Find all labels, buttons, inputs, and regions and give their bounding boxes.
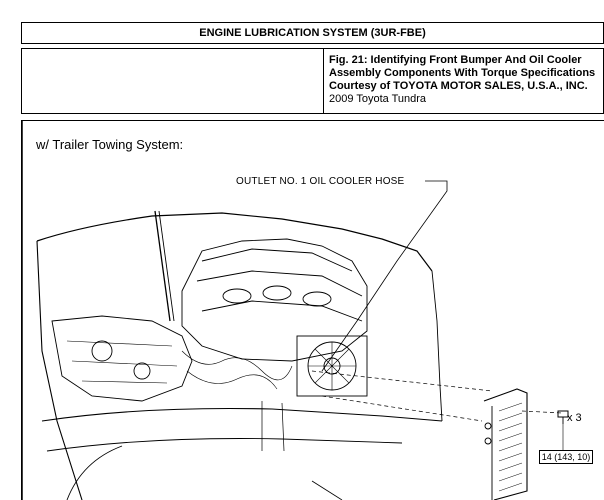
intake-detail-3 xyxy=(302,291,332,307)
fan-blades xyxy=(308,342,356,390)
fitting xyxy=(133,362,151,380)
reservoir-cap xyxy=(91,340,113,362)
hose-bundle xyxy=(66,340,178,384)
hood-outline xyxy=(36,212,433,272)
section-title: ENGINE LUBRICATION SYSTEM (3UR-FBE) xyxy=(199,27,426,39)
wiring-harness-2 xyxy=(186,370,278,390)
lower-hose-leader xyxy=(311,480,343,500)
figure-subtitle: w/ Trailer Towing System: xyxy=(36,137,184,152)
intake-detail-2 xyxy=(262,285,292,301)
figure-caption-line: Assembly Components With Torque Specific… xyxy=(329,67,596,79)
engine-line-drawing xyxy=(22,121,569,500)
bolt-quantity: x 3 xyxy=(567,412,582,424)
bumper-top xyxy=(41,407,443,422)
vehicle-label: 2009 Toyota Tundra xyxy=(329,93,427,105)
hood-strut xyxy=(154,210,171,322)
bracket-lines xyxy=(261,401,285,452)
radiator xyxy=(296,335,368,397)
torque-spec-box: 14 (143, 10) xyxy=(539,450,593,464)
wheel-arch xyxy=(66,445,123,500)
section-header: ENGINE LUBRICATION SYSTEM (3UR-FBE) xyxy=(21,22,604,44)
cooler-fitting-1 xyxy=(484,422,492,430)
fender-right xyxy=(431,270,443,422)
callout-oil-cooler-hose: OUTLET NO. 1 OIL COOLER HOSE xyxy=(236,176,405,187)
engine-block xyxy=(181,238,368,362)
figure-caption-line: Fig. 21: Identifying Front Bumper And Oi… xyxy=(329,54,582,66)
figure-caption: Fig. 21: Identifying Front Bumper And Oi… xyxy=(329,54,604,93)
wiring-harness-1 xyxy=(181,350,293,381)
figure-caption-line: Courtesy of TOYOTA MOTOR SALES, U.S.A., … xyxy=(329,80,588,92)
info-divider xyxy=(323,49,324,113)
hood-strut-edge xyxy=(158,210,175,322)
figure-info-text: Fig. 21: Identifying Front Bumper And Oi… xyxy=(329,54,604,106)
alignment-line-2 xyxy=(321,395,483,422)
bolt-head xyxy=(557,410,569,418)
intake-detail-1 xyxy=(222,288,252,304)
oil-cooler-fins xyxy=(498,402,523,492)
left-components xyxy=(51,315,193,402)
oil-cooler-body xyxy=(483,388,528,500)
figure-info-box: Fig. 21: Identifying Front Bumper And Oi… xyxy=(21,48,604,114)
fender-left xyxy=(36,240,83,500)
engine-cover-line-3 xyxy=(201,300,363,322)
callout-leader-line xyxy=(321,180,448,372)
alignment-line-3 xyxy=(521,410,563,414)
alignment-line-1 xyxy=(311,370,493,392)
cooler-fitting-2 xyxy=(484,437,492,445)
engine-cover-line-1 xyxy=(201,248,353,272)
engine-cover-line-2 xyxy=(196,270,363,297)
bumper-middle xyxy=(46,438,403,452)
